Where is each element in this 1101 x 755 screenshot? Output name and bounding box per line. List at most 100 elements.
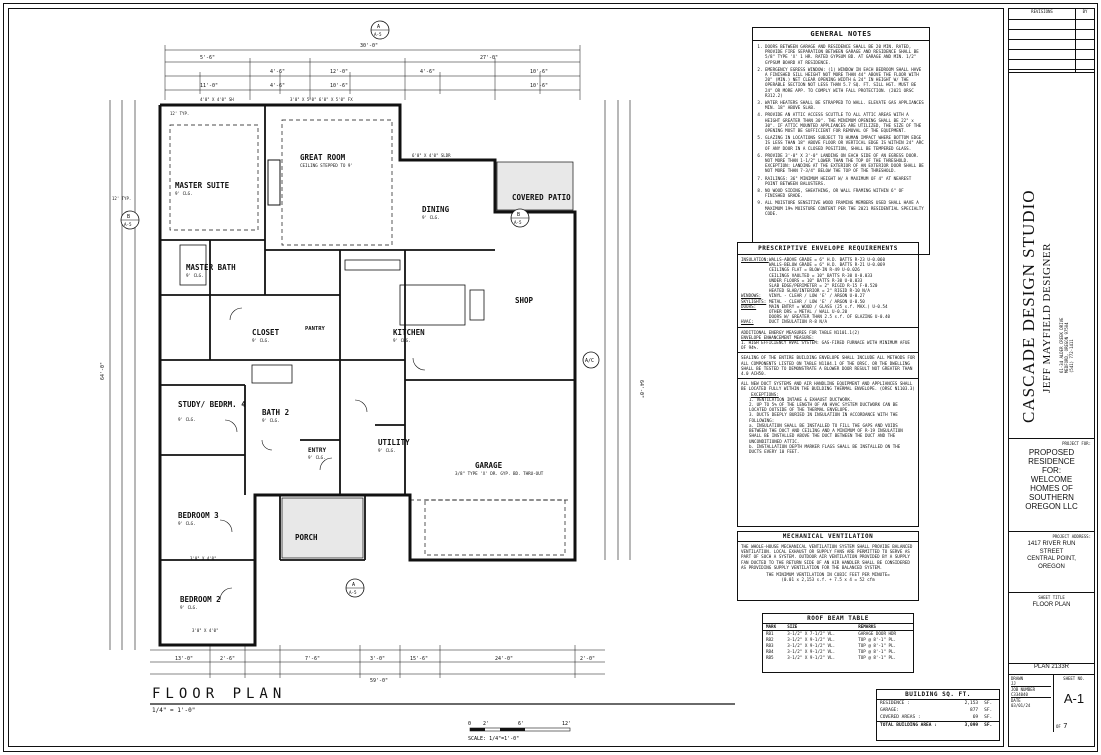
- general-note-item: DOORS BETWEEN GARAGE AND RESIDENCE SHALL…: [765, 44, 926, 65]
- room-sub: 9' CLG.: [178, 417, 196, 422]
- svg-text:12' TYP.: 12' TYP.: [112, 196, 131, 201]
- sheet-info-block: DRAWN JJ JOB NUMBER C334040 DATE 03/01/2…: [1009, 675, 1094, 732]
- svg-text:12': 12': [562, 721, 571, 727]
- envelope-additional-sub: ENVELOPE ENHANCEMENT MEASURE:: [741, 334, 815, 340]
- envelope-exceptions-title: EXCEPTIONS:: [751, 391, 779, 397]
- svg-text:A-5: A-5: [514, 220, 522, 225]
- dim-top: 4'-6": [270, 83, 285, 89]
- envelope-row: WINDOWS: VINYL - CLEAR / LOW 'E' / ARGON …: [741, 293, 915, 298]
- general-note-item: WATER HEATERS SHALL BE STRAPPED TO WALL.…: [765, 100, 926, 110]
- envelope-row-item: DOORS W/ GREATER THAN 2.5 s.f. OF GLAZIN…: [769, 314, 891, 320]
- envelope-row-item: DUCT INSULATION R-8 N/A: [769, 319, 827, 325]
- job-value: C334040: [1011, 692, 1028, 697]
- envelope-row-item: METAL - CLEAR / LOW 'E' / ARGON U-0.50: [769, 298, 865, 304]
- room-sub: 9' CLG.: [180, 605, 198, 610]
- dim-bottom: 7'-6": [305, 656, 320, 662]
- roof-beam-cell: GARAGE DOOR HDR: [858, 631, 897, 636]
- envelope-row-item: CEILINGS VAULTED = 10" BATTS R-30 U-0.03…: [769, 272, 873, 278]
- sheet-border: [3, 3, 1098, 752]
- envelope-exception-item: 3. DUCTS DEEPLY BURIED IN INSULATION IN …: [749, 412, 898, 423]
- dim-top: 10'-6": [530, 69, 548, 75]
- project-address-line: STREET: [1039, 548, 1064, 555]
- general-notes-panel: GENERAL NOTES DOORS BETWEEN GARAGE AND R…: [752, 27, 930, 255]
- envelope-exception-item: b. INSTALLATION DEPTH MARKER FLAGS SHALL…: [749, 443, 901, 454]
- project-address-line: 1417 RIVER RUN: [1027, 541, 1076, 547]
- roof-beam-cell: TOP @ 8'-1" PL.: [858, 649, 897, 654]
- dim-top: 10'-6": [330, 83, 348, 89]
- sheet-no: A-1: [1063, 691, 1085, 706]
- sheet-no-label: SHEET NO.: [1063, 676, 1085, 681]
- drawing-border: [8, 8, 1004, 747]
- room-sub: 9' CLG.: [308, 455, 326, 460]
- svg-text:0: 0: [468, 721, 471, 727]
- svg-text:6': 6': [518, 721, 524, 727]
- envelope-row-item: HEATED SLAB/INTERIOR = 2" RIGID R-10 N/A: [769, 288, 870, 294]
- project-for-line: FOR:: [1041, 466, 1062, 475]
- room-sub: 9' CLG.: [175, 191, 193, 196]
- sqft-cell: COVERED AREAS :: [880, 715, 921, 720]
- svg-text:4'0" X 4'0" SH: 4'0" X 4'0" SH: [200, 97, 234, 102]
- date-value: 03/01/24: [1011, 703, 1031, 708]
- section-mark-top: A A-5: [370, 20, 390, 40]
- sheet-title-block: SHEET TITLE FLOOR PLAN: [1009, 593, 1094, 664]
- roof-beam-cell: RB5: [766, 655, 774, 660]
- svg-text:2': 2': [483, 721, 489, 727]
- roof-beam-cell: RB3: [766, 643, 774, 648]
- revisions-label: REVISIONS: [1009, 9, 1076, 19]
- roof-beam-cell: TOP @ 8'-1" PL.: [858, 643, 897, 648]
- dim-bottom: 24'-0": [495, 656, 513, 662]
- envelope-panel: PRESCRIPTIVE ENVELOPE REQUIREMENTS INSUL…: [737, 242, 919, 527]
- room-label: DINING: [422, 205, 450, 214]
- project-for-line: WELCOME: [1030, 475, 1073, 484]
- envelope-row: DOORS:MAIN ENTRY = WOOD / GLASS (25 s.f.…: [741, 304, 915, 320]
- envelope-row-label: INSULATION:: [741, 257, 769, 262]
- sqft-cell: GARAGE:: [880, 708, 899, 713]
- building-sqft-title: BUILDING SQ. FT.: [877, 690, 999, 700]
- envelope-row-item: WALLS-ABOVE GRADE = 6" H.D. BATTS R-23 U…: [769, 257, 885, 262]
- svg-text:A-5: A-5: [124, 222, 132, 227]
- ventilation-panel: MECHANICAL VENTILATION THE WHOLE-HOUSE M…: [737, 531, 919, 601]
- roof-beam-cell: 3-1/2" X 9-1/2" VL.: [787, 649, 836, 654]
- envelope-row-label: DOORS:: [741, 303, 757, 309]
- svg-text:A-5: A-5: [349, 590, 357, 595]
- envelope-row: SKYLIGHTS:METAL - CLEAR / LOW 'E' / ARGO…: [741, 299, 915, 304]
- envelope-additional-text: 1. HIGH EFFICIENCY HVAC SYSTEM: GAS-FIRE…: [741, 340, 910, 351]
- room-label: KITCHEN: [393, 328, 425, 337]
- dim-bottom: 13'-0": [175, 656, 193, 662]
- svg-text:B: B: [127, 214, 130, 220]
- dim-top: 10'-6": [530, 83, 548, 89]
- of-label: OF: [1056, 724, 1061, 729]
- svg-text:A: A: [377, 24, 380, 30]
- revisions-by-label: BY: [1082, 9, 1088, 14]
- sqft-cell: 2,153: [964, 701, 979, 706]
- room-label: MASTER SUITE: [175, 181, 230, 190]
- dim-top: 4'-6": [270, 69, 285, 75]
- dim-top: 11'-0": [200, 83, 218, 89]
- of-value: 7: [1063, 722, 1068, 730]
- envelope-row-label: WINDOWS:: [741, 293, 762, 299]
- general-note-item: EMERGENCY EGRESS WINDOW: (1) WINDOW IN E…: [765, 67, 926, 98]
- envelope-rows: INSULATION:WALLS-ABOVE GRADE = 6" H.D. B…: [738, 255, 918, 327]
- envelope-exception-item: 1. VENTILATION INTAKE & EXHAUST DUCTWORK…: [749, 396, 853, 402]
- dim-bottom: 3'-0": [370, 656, 385, 662]
- room-sub: 9' CLG.: [422, 215, 440, 220]
- ventilation-text: THE WHOLE-HOUSE MECHANICAL VENTILATION S…: [741, 544, 913, 570]
- bar-scale: 0 2' 6' 12' SCALE: 1/4"=1'-0": [468, 721, 571, 742]
- envelope-exception-item: 2. UP TO 5% OF THE LENGTH OF AN HVAC SYS…: [749, 402, 898, 413]
- envelope-row-item: WALLS-BELOW GRADE = 6" H.D. BATTS R-21 U…: [769, 262, 885, 268]
- studio-name: CASCADE DESIGN STUDIO: [1019, 189, 1038, 423]
- roof-beam-cell: 3-1/2" X 9-1/2" VL.: [787, 637, 836, 642]
- envelope-row-item: VINYL - CLEAR / LOW 'E' / ARGON U-0.27: [769, 293, 865, 299]
- sqft-cell: SF.: [984, 708, 993, 713]
- general-notes-title: GENERAL NOTES: [753, 28, 929, 41]
- sqft-cell: 69: [972, 715, 979, 720]
- room-sub: 9' CLG.: [262, 418, 280, 423]
- designer-name: JEFF MAYFIELD DESIGNER: [1041, 243, 1053, 393]
- general-note-item: NO WOOD SIDING, SHEATHING, OR WALL FRAMI…: [765, 188, 926, 198]
